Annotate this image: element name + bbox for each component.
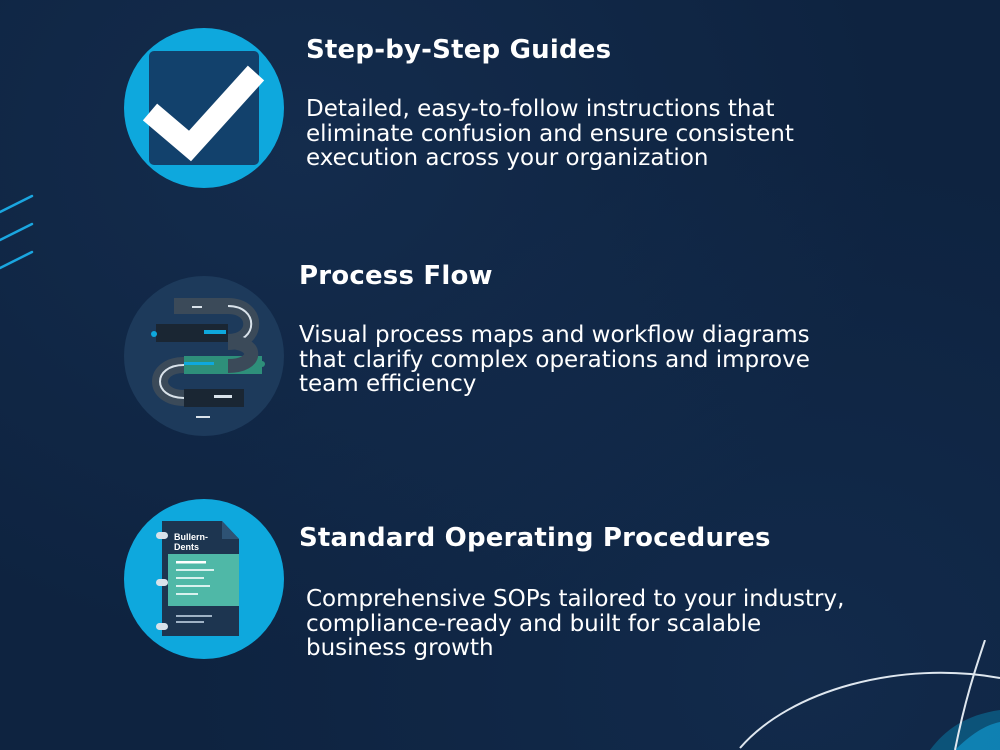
checkmark-icon xyxy=(124,28,284,188)
document-icon: Bullern- Dents xyxy=(124,499,284,659)
document-label: Bullern- xyxy=(174,532,208,542)
feature-description: Comprehensive SOPs tailored to your indu… xyxy=(306,586,845,661)
decorative-lines-icon xyxy=(0,194,34,270)
feature-title: Step-by-Step Guides xyxy=(306,35,612,65)
feature-title: Process Flow xyxy=(299,261,493,291)
feature-title: Standard Operating Procedures xyxy=(299,523,771,553)
decorative-wave-icon xyxy=(739,640,1000,750)
process-flow-icon xyxy=(124,276,284,436)
document-label: Dents xyxy=(174,542,199,552)
feature-description: Visual process maps and workflow diagram… xyxy=(299,322,810,397)
feature-description: Detailed, easy-to-follow instructions th… xyxy=(306,96,794,171)
